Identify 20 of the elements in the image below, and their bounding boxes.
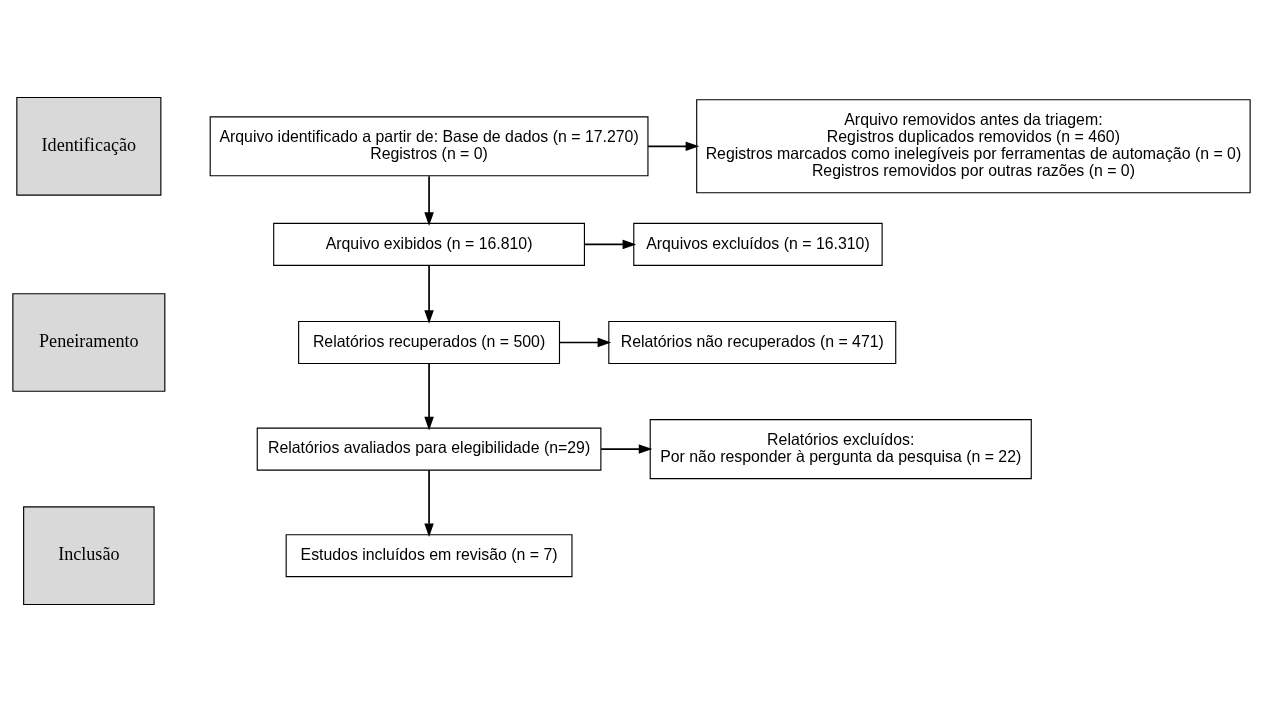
arrow	[424, 469, 434, 538]
node-box: Estudos incluídos em revisão (n = 7)	[285, 534, 573, 578]
node-box: Arquivo removidos antes da triagem: Registros duplicados removidos (n = 460) Registros marcados como inelegíveis por ferramentas de automação (n = 0) Registros removidos por outras razões (n = 0)	[696, 99, 1251, 194]
node-box: Identificação	[16, 96, 162, 196]
node-box: Relatórios excluídos: Por não responder à pergunta da pesquisa (n = 22)	[649, 419, 1032, 480]
arrow	[558, 337, 612, 348]
node-box: Arquivos excluídos (n = 16.310)	[633, 222, 883, 266]
node-box: Inclusão	[23, 506, 155, 606]
arrow	[424, 175, 434, 226]
arrow	[424, 362, 434, 431]
node-box: Relatórios não recuperados (n = 471)	[608, 320, 897, 365]
node-box: Peneiramento	[12, 293, 166, 392]
node-box: Arquivo identificado a partir de: Base de dados (n = 17.270) Registros (n = 0)	[209, 116, 649, 177]
arrow	[583, 239, 637, 250]
node-box: Relatórios avaliados para elegibilidade (n=29)	[256, 427, 602, 471]
arrow	[600, 444, 653, 454]
arrow	[647, 141, 700, 152]
node-box: Arquivo exibidos (n = 16.810)	[273, 222, 585, 266]
arrow	[424, 264, 434, 324]
node-box: Relatórios recuperados (n = 500)	[298, 320, 561, 365]
